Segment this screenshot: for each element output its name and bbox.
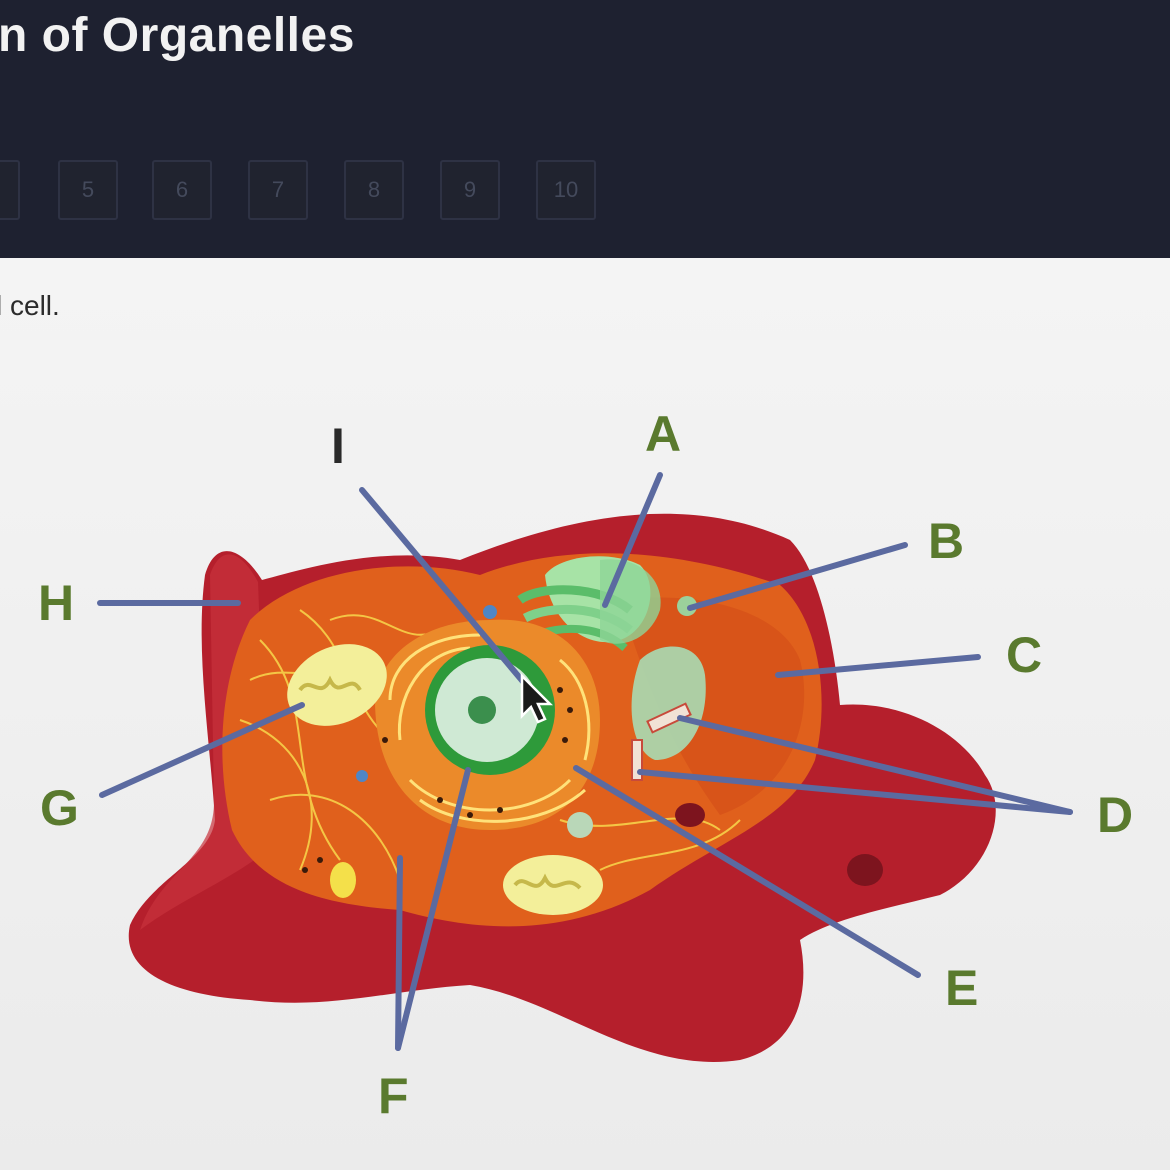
leader-line-a: [602, 472, 663, 608]
centriole-2: [631, 739, 643, 781]
mouse-cursor-icon: [520, 672, 554, 724]
label-d: D: [1097, 787, 1133, 843]
leader-line-i: [359, 487, 533, 693]
vesicle: [567, 812, 593, 838]
label-i: I: [331, 418, 345, 474]
leader-lines: [97, 472, 1073, 1051]
nucleolus: [468, 696, 496, 724]
vesicle-blue-2: [356, 770, 368, 782]
centrosome-region: [631, 646, 706, 760]
question-prompt: l cell.: [0, 290, 60, 321]
leader-line-c: [775, 654, 981, 678]
leader-line-d1: [677, 715, 1073, 815]
membrane-pore-1: [847, 854, 883, 886]
leader-line-d2: [637, 769, 1073, 815]
question-button-7[interactable]: 7: [248, 160, 308, 220]
label-h: H: [38, 575, 74, 631]
leader-line-b: [687, 542, 908, 611]
vacuole: [330, 862, 356, 898]
question-button-8[interactable]: 8: [344, 160, 404, 220]
vesicle-blue-1: [483, 605, 497, 619]
leader-line-e: [573, 765, 921, 978]
mitochondrion-bottom: [503, 855, 603, 915]
app-header: n of Organelles 5 6 7 8 9 10: [0, 0, 1170, 258]
question-button-4[interactable]: [0, 160, 20, 220]
er-folds: [388, 633, 591, 823]
question-button-6[interactable]: 6: [152, 160, 212, 220]
leader-line-f2: [395, 767, 471, 1051]
label-g: G: [40, 780, 79, 836]
page-title: n of Organelles: [0, 9, 355, 62]
question-button-5[interactable]: 5: [58, 160, 118, 220]
label-e: E: [945, 960, 978, 1016]
label-a: A: [645, 406, 681, 462]
membrane-pore-2: [675, 803, 705, 827]
leader-line-g: [99, 702, 305, 798]
label-c: C: [1006, 627, 1042, 683]
lysosome-b: [677, 596, 697, 616]
question-button-9[interactable]: 9: [440, 160, 500, 220]
label-f: F: [378, 1068, 409, 1124]
label-b: B: [928, 513, 964, 569]
leader-line-f1: [395, 855, 403, 1051]
question-button-10[interactable]: 10: [536, 160, 596, 220]
ribosomes: [302, 687, 573, 873]
mitochondrion-left: [287, 644, 387, 726]
centriole-1: [646, 702, 692, 734]
golgi-apparatus: [517, 556, 661, 652]
